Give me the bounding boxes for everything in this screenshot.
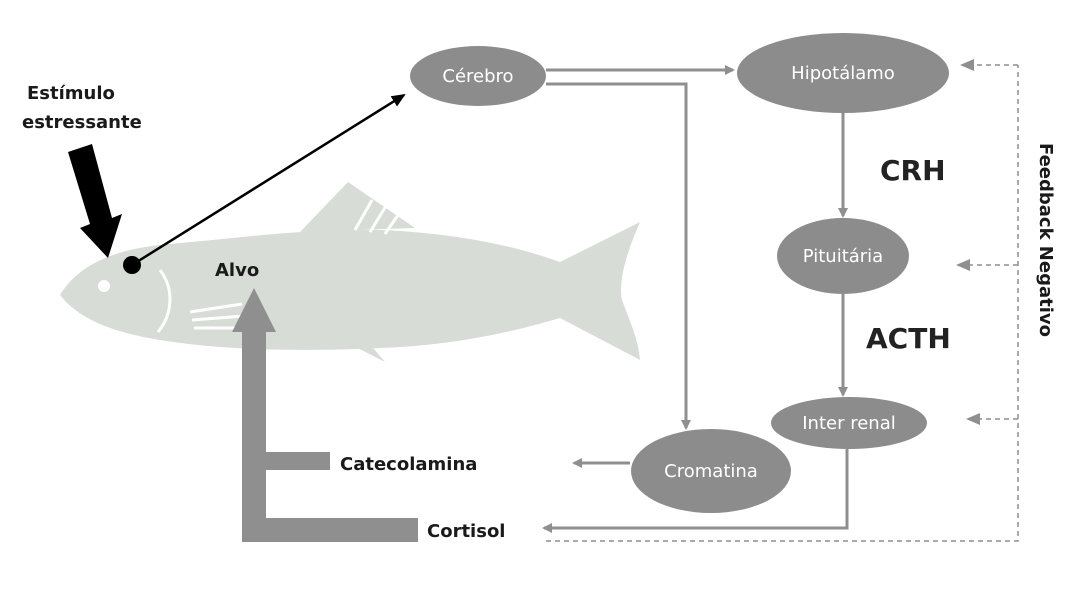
svg-text:Cromatina: Cromatina — [664, 461, 758, 482]
stimulus-label-line2: estressante — [22, 112, 142, 133]
fish-body — [60, 222, 640, 360]
fish-eye — [98, 280, 110, 292]
svg-text:Inter renal: Inter renal — [802, 413, 896, 434]
crh-label: CRH — [880, 154, 946, 187]
cortisol-label: Cortisol — [427, 521, 505, 542]
catecolamina-label: Catecolamina — [340, 454, 477, 475]
target-label: Alvo — [215, 260, 259, 281]
node-hipotalamo: Hipotálamo — [737, 33, 949, 113]
node-cerebro: Cérebro — [410, 46, 546, 106]
svg-text:Pituitária: Pituitária — [803, 246, 883, 267]
stimulus-label-line1: Estímulo — [27, 83, 115, 104]
feedback-label: Feedback Negativo — [1035, 143, 1056, 337]
node-inter-renal: Inter renal — [771, 397, 927, 449]
node-pituitaria: Pituitária — [777, 218, 909, 294]
node-cromatina: Cromatina — [631, 429, 791, 513]
fish-illustration — [60, 182, 640, 362]
svg-text:Cérebro: Cérebro — [442, 66, 513, 87]
svg-text:Hipotálamo: Hipotálamo — [791, 63, 895, 84]
stimulus-arrow — [68, 144, 122, 258]
acth-label: ACTH — [866, 322, 951, 355]
